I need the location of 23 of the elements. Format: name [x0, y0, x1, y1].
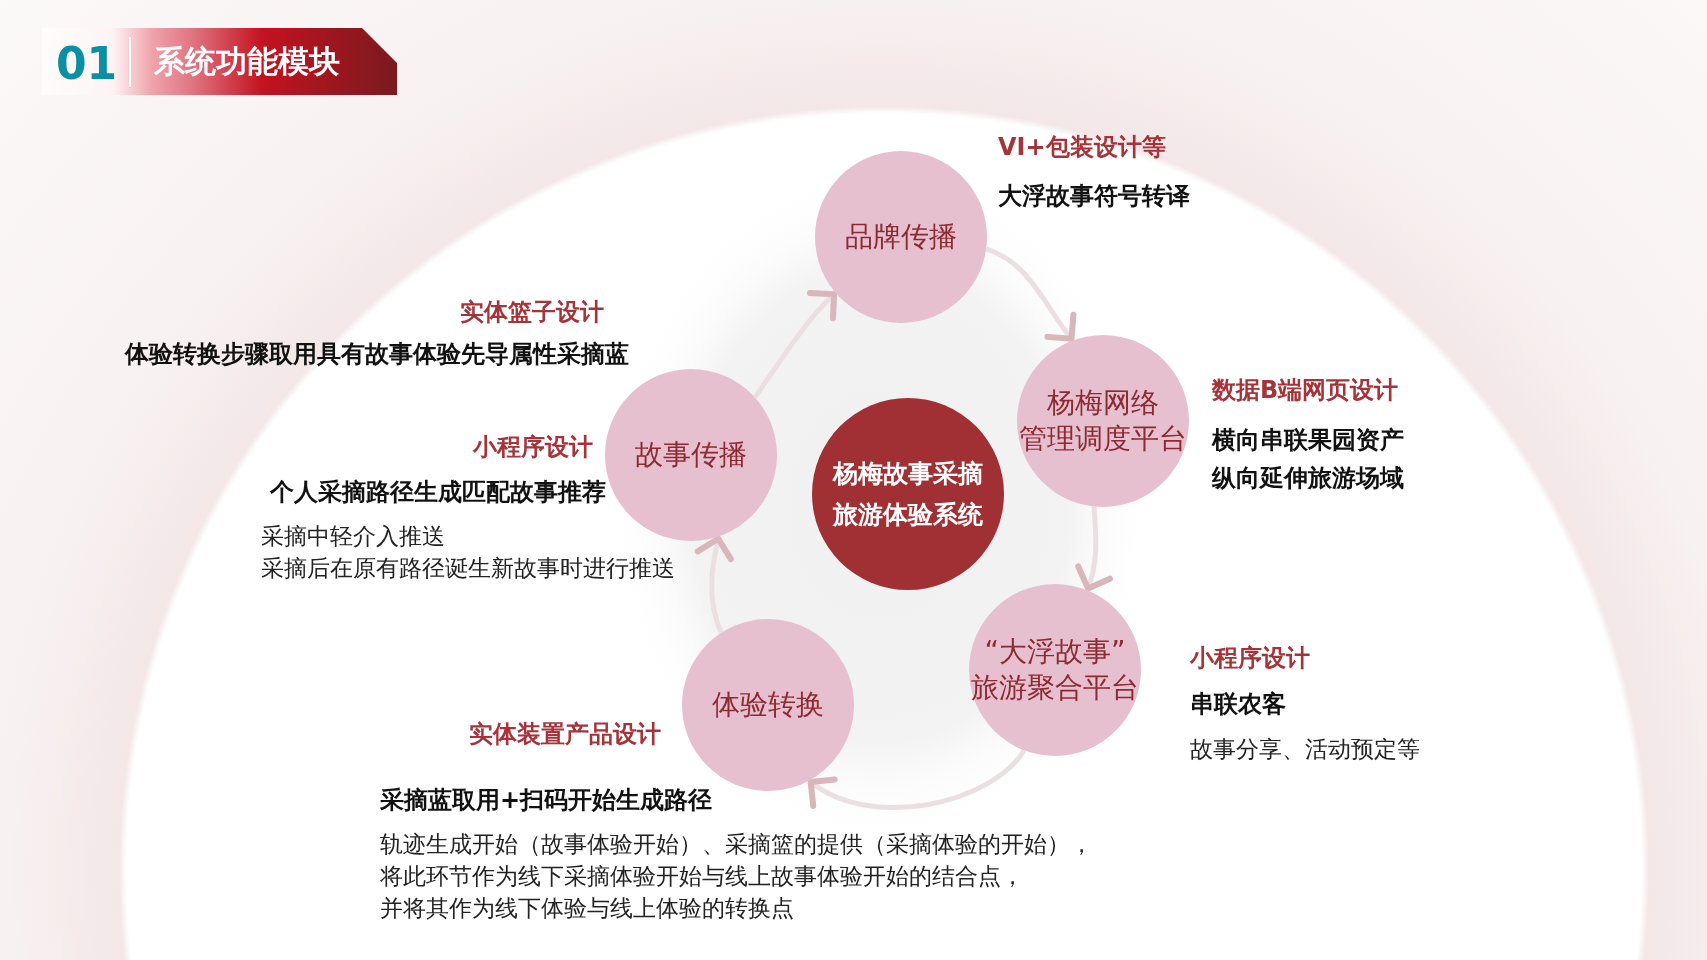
annotation-heading: 实体装置产品设计: [469, 718, 661, 750]
annotation-heading: 数据B端网页设计: [1212, 374, 1399, 406]
cycle-arrow: [694, 535, 734, 634]
annotation-text: 纵向延伸旅游场域: [1212, 462, 1404, 494]
cycle-arrow: [985, 246, 1078, 342]
annotation-note: 故事分享、活动预定等: [1190, 735, 1420, 764]
annotation-heading: 实体篮子设计: [460, 296, 604, 328]
annotation-text: 个人采摘路径生成匹配故事推荐: [270, 476, 606, 508]
cycle-arrow: [752, 290, 838, 399]
annotation-text: 横向串联果园资产: [1212, 424, 1404, 456]
annotation-note: 轨迹生成开始（故事体验开始）、采摘篮的提供（采摘体验的开始），将此环节作为线下采摘体验开始与线上故事体验开始的结合点，并将其作为线下体验与线上体验的转换点: [380, 830, 1093, 923]
section-number: 01: [56, 36, 118, 91]
annotation-note: 采摘后在原有路径诞生新故事时进行推送: [261, 554, 675, 583]
annotation-heading: 小程序设计: [473, 431, 593, 463]
annotation-heading: VI+包装设计等: [998, 131, 1166, 163]
annotation-text: 大浮故事符号转译: [998, 180, 1190, 212]
annotation-text: 串联农客: [1190, 688, 1286, 720]
cycle-arrow: [807, 748, 1027, 810]
page-title: 系统功能模块: [154, 42, 340, 81]
annotation-note: 采摘中轻介入推送: [261, 522, 445, 551]
annotation-text: 体验转换步骤取用具有故事体验先导属性采摘蓝: [125, 338, 629, 370]
cycle-arrow: [1074, 506, 1113, 592]
annotation-heading: 小程序设计: [1190, 642, 1310, 674]
